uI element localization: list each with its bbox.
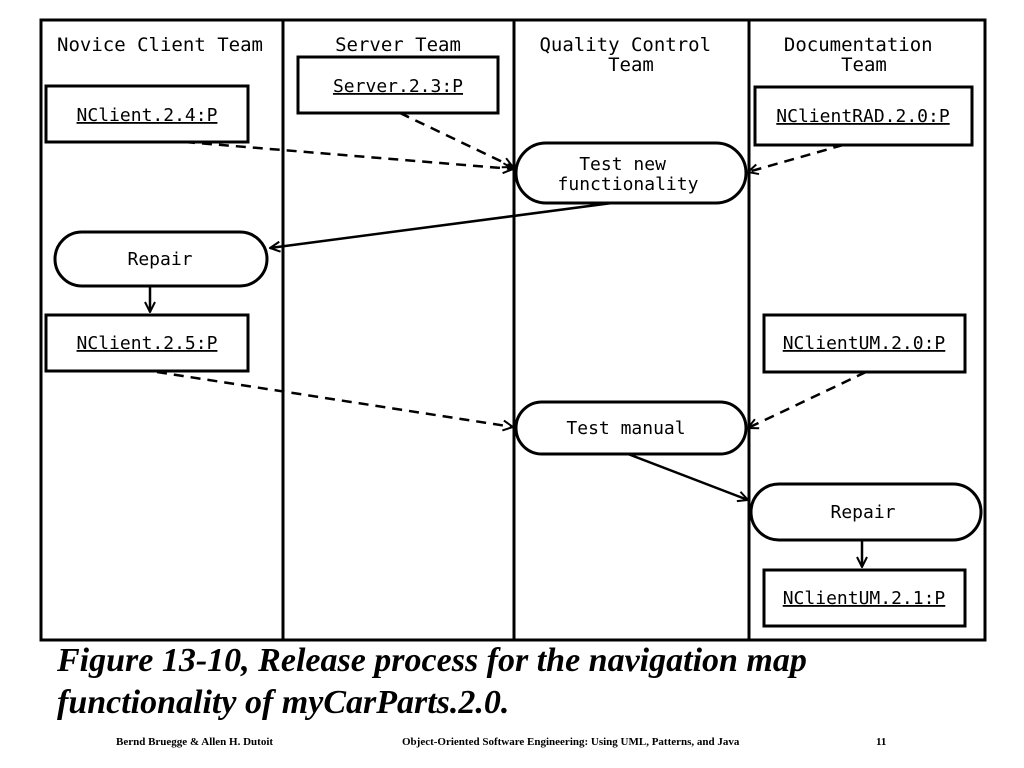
activity-node-test-new-functionality: Test new functionality [514,141,748,205]
object-flow-arrow [156,370,513,427]
activity-node-repair-doc: Repair [749,482,983,542]
object-flow-arrow [184,140,513,169]
object-node-nclient-2-4: NClient.2.4:P [44,84,250,144]
activity-node-repair-client: Repair [53,230,269,288]
control-flow-arrow [627,452,748,500]
object-label: Server.2.3:P [333,76,463,97]
object-flow-arrow [399,111,513,167]
footer-book-title: Object-Oriented Software Engineering: Us… [402,736,740,748]
activity-label: Repair [127,249,192,270]
lane-header-quality-control: Quality Control Team [539,34,722,76]
lane-header-line: Novice Client Team [57,34,263,56]
control-flow-arrow [270,201,613,248]
object-node-nclientum-2-0: NClientUM.2.0:P [762,313,967,374]
activity-label-line: Test new [579,154,666,175]
object-node-nclientrad-2-0: NClientRAD.2.0:P [753,85,974,147]
lane-header-line: Team [608,54,654,76]
activity-label: Test new functionality [558,154,699,195]
lane-header-server: Server Team [335,34,461,56]
lane-header-line: Team [841,54,887,76]
lane-header-line: Server Team [335,34,461,56]
object-label: NClientUM.2.1:P [783,588,946,609]
object-flow-arrow [748,370,867,428]
figure-caption: Figure 13-10, Release process for the na… [57,642,807,721]
activity-node-test-manual: Test manual [514,400,748,456]
object-flow-arrow [748,143,844,172]
object-label: NClientRAD.2.0:P [776,106,950,127]
footer-page-number: 11 [876,736,887,748]
footer-authors: Bernd Bruegge & Allen H. Dutoit [116,736,274,748]
object-node-server-2-3: Server.2.3:P [296,55,500,115]
object-label: NClient.2.5:P [77,333,218,354]
activity-label: Repair [830,502,895,523]
lane-header-documentation: Documentation Team [784,34,944,76]
activity-label: Test manual [566,418,685,439]
object-node-nclientum-2-1: NClientUM.2.1:P [762,568,967,628]
object-label: NClientUM.2.0:P [783,333,946,354]
object-node-nclient-2-5: NClient.2.5:P [44,313,250,373]
lane-header-line: Documentation [784,34,933,56]
lane-header-novice-client: Novice Client Team [57,34,263,56]
object-label: NClient.2.4:P [77,105,218,126]
lane-header-line: Quality Control [539,34,711,56]
activity-label-line: functionality [558,174,699,195]
